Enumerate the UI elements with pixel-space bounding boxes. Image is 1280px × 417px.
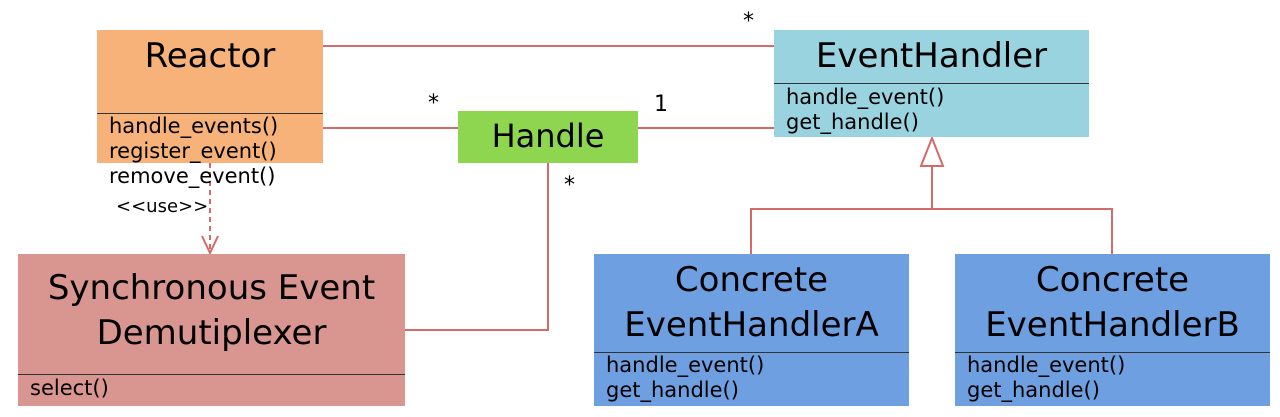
reactor-class: Reactor handle_events() register_event()…	[97, 30, 323, 188]
handle-class: Handle	[458, 111, 638, 163]
method: select()	[30, 376, 109, 400]
concrete-eventhandler-b-class: Concrete EventHandlerB handle_event() ge…	[955, 254, 1270, 406]
class-name-line: EventHandlerA	[624, 305, 879, 345]
multiplicity-reactor-handle: *	[428, 91, 439, 116]
eventhandler-divider	[774, 83, 1089, 84]
eventhandler-methods: handle_event() get_handle()	[786, 85, 944, 135]
concrete-b-methods: handle_event() get_handle()	[967, 353, 1125, 403]
concrete-b-divider	[955, 352, 1270, 353]
class-name-line: Synchronous Event	[47, 268, 376, 308]
method: handle_events()	[109, 114, 279, 138]
multiplicity-handle-eventhandler: 1	[654, 92, 668, 117]
concrete-eventhandler-a-class: Concrete EventHandlerA handle_event() ge…	[594, 254, 909, 406]
class-name-line: Concrete	[674, 260, 829, 300]
demultiplexer-divider	[18, 374, 405, 375]
method: get_handle()	[967, 378, 1100, 402]
eventhandler-class-name: EventHandler	[815, 36, 1048, 76]
concrete-a-divider	[594, 352, 909, 353]
concrete-a-methods: handle_event() get_handle()	[606, 353, 764, 403]
handle-class-name: Handle	[491, 117, 605, 155]
method: get_handle()	[786, 110, 919, 134]
method: handle_event()	[606, 353, 765, 377]
generalization-line	[750, 208, 1113, 254]
method: handle_event()	[786, 85, 945, 109]
concrete-eventhandler-a-name: Concrete EventHandlerA	[594, 258, 909, 348]
class-name-line: Demutiplexer	[96, 313, 327, 353]
multiplicity-reactor-eventhandler: *	[743, 9, 754, 34]
reactor-divider	[97, 113, 323, 114]
demultiplexer-class-name: Synchronous Event Demutiplexer	[18, 266, 405, 356]
concrete-eventhandler-b-name: Concrete EventHandlerB	[955, 258, 1270, 348]
eventhandler-class: EventHandler handle_event() get_handle()	[774, 30, 1089, 137]
demultiplexer-class: Synchronous Event Demutiplexer select()	[18, 254, 405, 406]
handle-demux-association	[405, 163, 549, 331]
use-dependency-arrowhead	[201, 235, 219, 256]
method: get_handle()	[606, 378, 739, 402]
demultiplexer-methods: select()	[30, 376, 109, 401]
class-name-line: EventHandlerB	[985, 305, 1240, 345]
generalization-triangle-icon	[919, 135, 945, 167]
method: remove_event()	[109, 164, 276, 188]
reactor-class-name: Reactor	[144, 36, 276, 76]
method: register_event()	[109, 139, 277, 163]
method: handle_event()	[967, 353, 1126, 377]
reactor-methods: handle_events() register_event() remove_…	[109, 114, 278, 189]
class-name-line: Concrete	[1035, 260, 1190, 300]
use-stereotype-label: <<use>>	[116, 196, 209, 217]
multiplicity-handle-demux: *	[564, 173, 575, 198]
